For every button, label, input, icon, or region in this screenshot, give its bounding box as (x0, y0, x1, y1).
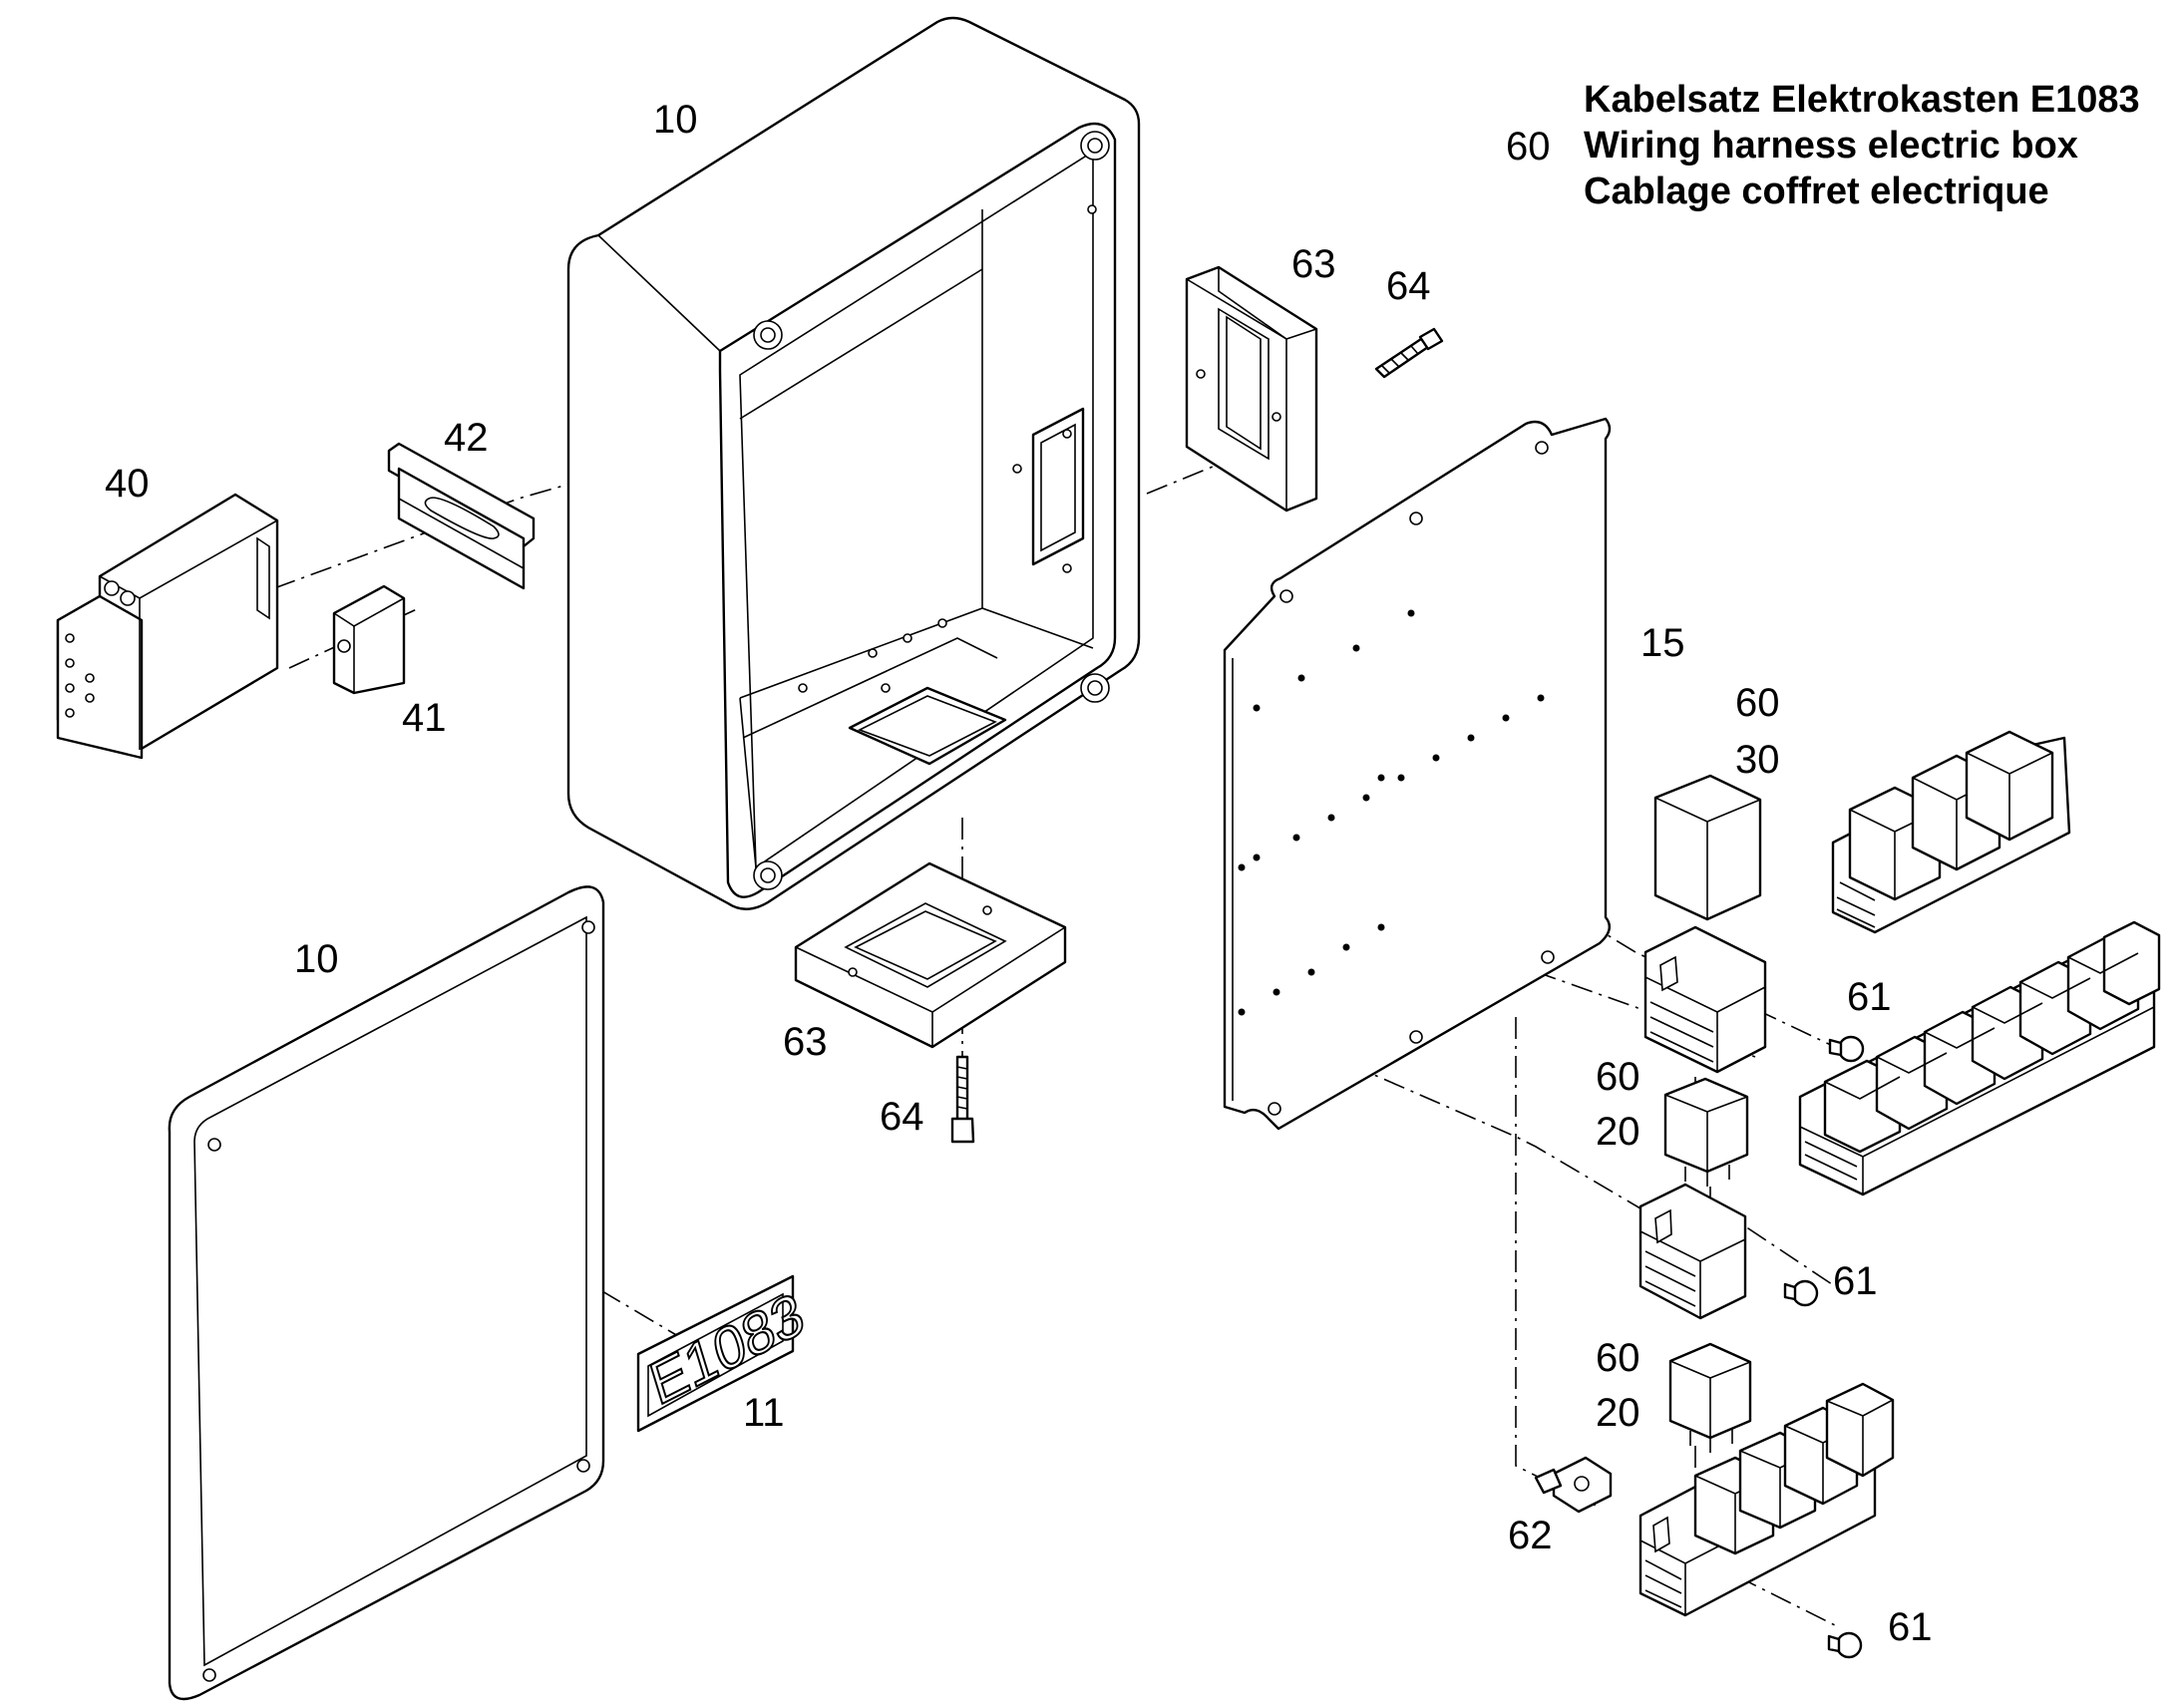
label-din-rail: 42 (444, 416, 489, 460)
bolt-upper (1374, 327, 1444, 379)
title-fr: Cablage coffret electrique (1584, 171, 2049, 212)
callout-labels: 10 10 11 15 60 30 60 20 60 20 40 41 42 6… (105, 98, 1933, 1649)
nameplate-text: E1083 (643, 1280, 812, 1419)
relay-large (1653, 774, 1762, 921)
cover-lid (168, 885, 605, 1701)
mounting-plate (1223, 417, 1612, 1131)
label-housing: 10 (653, 98, 698, 142)
gasket-frame-lower (794, 861, 1067, 1049)
label-screw-middle: 61 (1833, 1259, 1878, 1303)
label-screw-lower: 61 (1888, 1605, 1933, 1649)
relay-mid (1663, 1077, 1749, 1187)
label-screw-upper: 61 (1847, 975, 1892, 1019)
label-module: 40 (105, 462, 150, 506)
label-frame-lower: 63 (783, 1020, 828, 1064)
label-frame-upper: 63 (1291, 242, 1336, 286)
label-relay-large: 30 (1735, 738, 1780, 782)
label-relay-large-part: 60 (1735, 681, 1780, 725)
title-part-number: 60 (1506, 125, 1551, 169)
relay-module (56, 493, 279, 760)
relay-socket-upper (1643, 925, 1767, 1074)
title-en: Wiring harness electric box (1584, 125, 2078, 167)
label-relay-mid: 20 (1596, 1110, 1640, 1154)
label-relay-low-part: 60 (1596, 1336, 1640, 1380)
label-bolt-upper: 64 (1386, 264, 1431, 308)
relay-socket-middle (1638, 1183, 1747, 1320)
title-block: Kabelsatz Elektrokasten E1083 60 Wiring … (1506, 79, 2140, 212)
label-mounting-plate: 15 (1640, 621, 1685, 665)
gasket-frame-upper (1185, 265, 1318, 512)
relay-bank-top (1831, 730, 2071, 934)
relay-bank-bottom (1798, 920, 2161, 1196)
clip (332, 584, 406, 695)
label-clip: 41 (402, 696, 447, 740)
din-rail (387, 442, 536, 590)
label-spacer: 62 (1508, 1514, 1553, 1557)
label-relay-mid-part: 60 (1596, 1055, 1640, 1099)
label-relay-low: 20 (1596, 1391, 1640, 1435)
relay-low (1668, 1342, 1752, 1453)
label-nameplate: 11 (743, 1391, 785, 1435)
screw-lower (1827, 1631, 1863, 1659)
spacer (1534, 1456, 1613, 1514)
nameplate: E1083 (636, 1274, 812, 1433)
screw-upper (1828, 1035, 1865, 1063)
label-bolt-lower: 64 (880, 1095, 924, 1139)
bolt-lower (950, 1055, 975, 1144)
housing-box (566, 16, 1141, 910)
screw-middle (1783, 1279, 1819, 1307)
relay-block-lower (1638, 1382, 1895, 1617)
label-cover: 10 (294, 937, 339, 981)
title-de: Kabelsatz Elektrokasten E1083 (1584, 79, 2140, 121)
